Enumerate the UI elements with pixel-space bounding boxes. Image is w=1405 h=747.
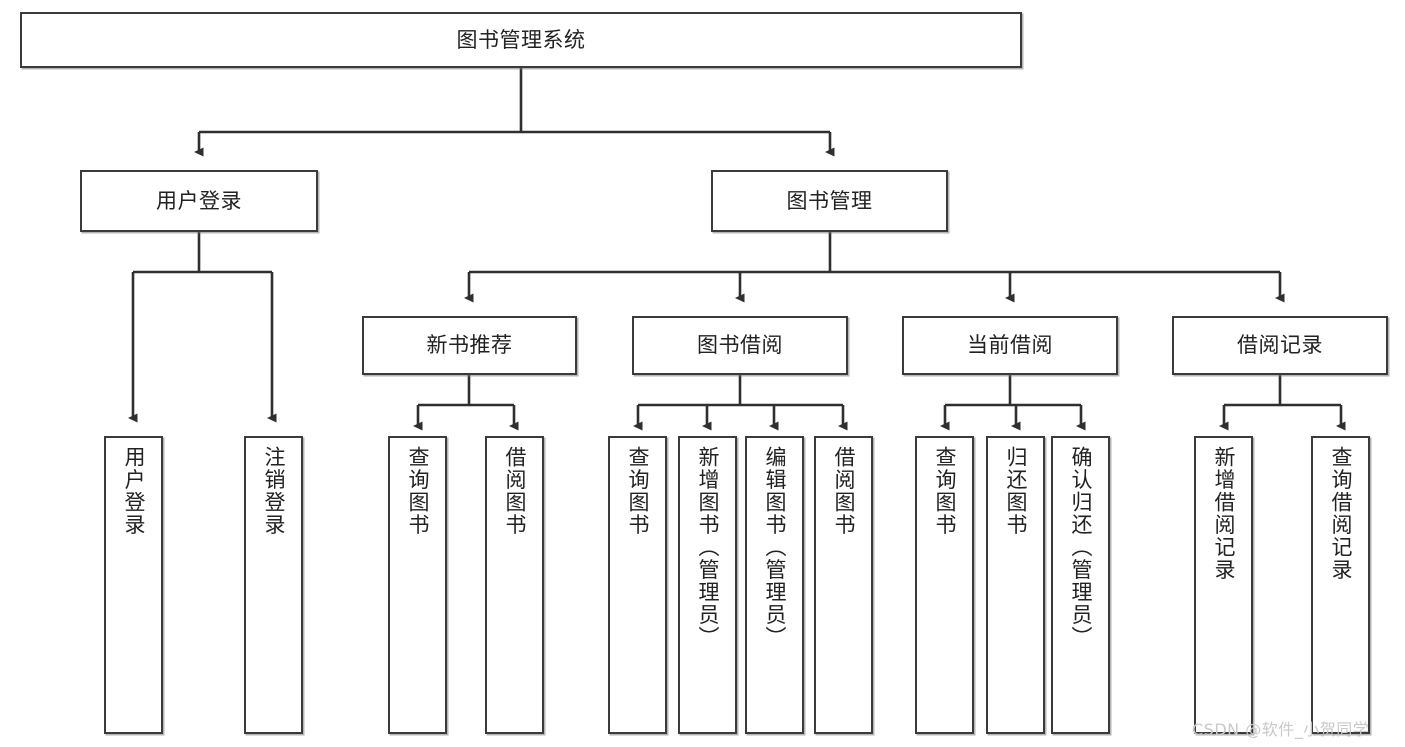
leaf-edit-book[interactable]: 编辑图书（管理员）: [745, 436, 804, 734]
node-new-book-recommend[interactable]: 新书推荐: [362, 316, 577, 375]
leaf-query-record-label: 查询借阅记录: [1328, 446, 1353, 581]
leaf-query-record[interactable]: 查询借阅记录: [1311, 436, 1370, 734]
leaf-borrow-book-1-label: 借阅图书: [502, 446, 527, 536]
leaf-borrow-book-2[interactable]: 借阅图书: [814, 436, 873, 734]
node-book-management-label: 图书管理: [786, 188, 873, 213]
leaf-user-login-label: 用户登录: [121, 446, 146, 536]
node-book-borrow-label: 图书借阅: [697, 333, 783, 358]
node-user-login[interactable]: 用户登录: [80, 170, 318, 232]
leaf-query-book-3[interactable]: 查询图书: [915, 436, 974, 734]
leaf-confirm-return[interactable]: 确认归还（管理员）: [1051, 436, 1110, 734]
node-new-book-recommend-label: 新书推荐: [426, 333, 513, 358]
leaf-borrow-book-1[interactable]: 借阅图书: [485, 436, 544, 734]
leaf-query-book-1[interactable]: 查询图书: [388, 436, 447, 734]
csdn-watermark: CSDN @软件_小贺同学: [1192, 720, 1370, 739]
leaf-logout-login[interactable]: 注销登录: [244, 436, 303, 734]
node-book-borrow[interactable]: 图书借阅: [632, 316, 848, 375]
leaf-add-record-label: 新增借阅记录: [1211, 446, 1236, 581]
leaf-user-login[interactable]: 用户登录: [104, 436, 163, 734]
leaf-return-book[interactable]: 归还图书: [986, 436, 1045, 734]
leaf-add-book[interactable]: 新增图书（管理员）: [678, 436, 737, 734]
leaf-add-book-label: 新增图书（管理员）: [695, 446, 720, 649]
node-borrow-record[interactable]: 借阅记录: [1172, 316, 1388, 375]
leaf-logout-login-label: 注销登录: [261, 446, 286, 536]
leaf-borrow-book-2-label: 借阅图书: [831, 446, 856, 536]
leaf-return-book-label: 归还图书: [1003, 446, 1028, 536]
node-user-login-label: 用户登录: [156, 188, 242, 213]
leaf-query-book-2-label: 查询图书: [625, 446, 650, 536]
leaf-query-book-2[interactable]: 查询图书: [608, 436, 667, 734]
leaf-query-book-3-label: 查询图书: [932, 446, 957, 536]
node-borrow-record-label: 借阅记录: [1237, 333, 1323, 358]
node-current-borrow[interactable]: 当前借阅: [902, 316, 1118, 375]
node-root-label: 图书管理系统: [456, 27, 586, 52]
node-root[interactable]: 图书管理系统: [20, 12, 1022, 68]
leaf-edit-book-label: 编辑图书（管理员）: [762, 446, 787, 649]
node-book-management[interactable]: 图书管理: [711, 170, 948, 232]
leaf-add-record[interactable]: 新增借阅记录: [1194, 436, 1253, 734]
leaf-query-book-1-label: 查询图书: [405, 446, 430, 536]
leaf-confirm-return-label: 确认归还（管理员）: [1068, 446, 1093, 649]
node-current-borrow-label: 当前借阅: [967, 333, 1053, 358]
